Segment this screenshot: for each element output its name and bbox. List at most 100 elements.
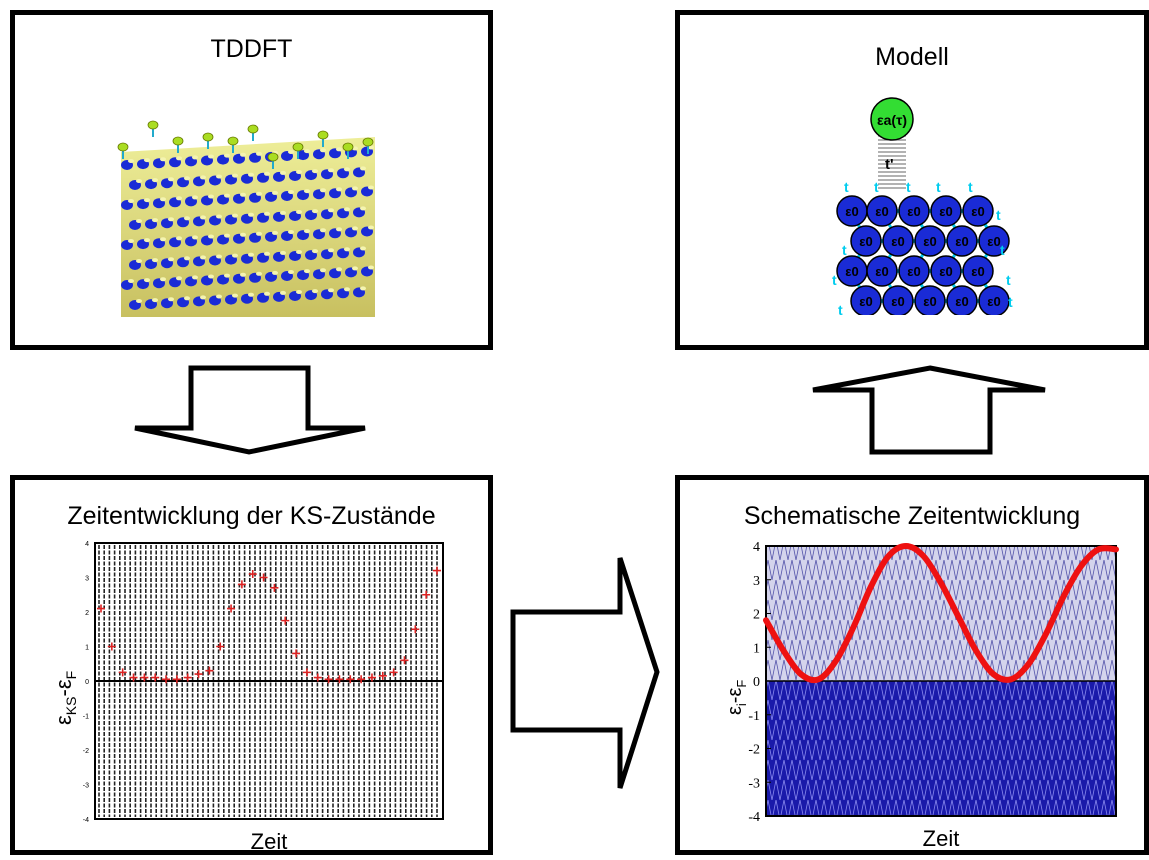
ks-ytick-label: -2: [83, 748, 89, 755]
density-lobe: [328, 208, 334, 213]
lattice-site: [978, 285, 1010, 315]
density-lobe: [256, 231, 262, 236]
ks-ytick-label: 4: [85, 541, 89, 548]
density-lobe: [368, 225, 374, 230]
density-lobe: [128, 279, 134, 283]
density-lobe: [184, 296, 190, 301]
adsorbate-atom: [342, 142, 354, 152]
ks-ytick-label: 1: [85, 645, 89, 652]
density-lobe: [248, 252, 254, 257]
lattice-site: [882, 285, 914, 315]
density-lobe: [168, 297, 174, 302]
density-lobe: [360, 246, 366, 251]
ks-xlabel: Zeit: [251, 829, 288, 854]
ks-marker: [281, 616, 290, 625]
adsorbate-atom: [172, 136, 184, 146]
density-lobe: [368, 145, 374, 150]
hopping-label: t: [874, 179, 879, 195]
site-label: ε0: [845, 264, 858, 279]
ks-marker: [151, 673, 160, 682]
modell-title: Modell: [875, 43, 949, 71]
ks-ytick-label: -1: [83, 714, 89, 721]
lattice-site: [914, 225, 946, 257]
lattice-site: [962, 195, 994, 227]
density-lobe: [288, 190, 294, 194]
density-lobe: [232, 253, 238, 258]
ks-marker: [97, 604, 105, 613]
ks-marker: [118, 668, 127, 677]
density-lobe: [344, 207, 350, 212]
density-lobe: [280, 210, 286, 215]
adsorbate-atom: [317, 130, 329, 140]
density-lobe: [304, 269, 310, 274]
density-lobe: [128, 159, 134, 163]
density-lobe: [352, 186, 358, 191]
adsorbate-label: εa(τ): [877, 112, 907, 128]
density-lobe: [144, 278, 150, 283]
density-lobe: [288, 230, 294, 234]
density-lobe: [136, 259, 142, 263]
ks-marker: [107, 642, 116, 651]
density-lobe: [280, 250, 286, 255]
lattice-site: [914, 285, 946, 315]
site-label: ε0: [939, 204, 952, 219]
density-lobe: [272, 230, 278, 235]
ks-marker: [302, 668, 311, 677]
density-lobe: [360, 166, 366, 171]
density-lobe: [192, 235, 198, 240]
density-lobe: [320, 148, 326, 153]
ks-marker: [259, 573, 268, 582]
density-lobe: [176, 156, 182, 161]
site-label: ε0: [891, 234, 904, 249]
schem-ytick-label: -4: [748, 810, 760, 825]
density-lobe: [208, 154, 214, 159]
adsorbate-atom: [292, 142, 304, 152]
density-lobe: [336, 147, 342, 152]
density-lobe: [272, 190, 278, 195]
density-lobe: [240, 152, 246, 157]
site-label: ε0: [907, 204, 920, 219]
hopping-label: t: [906, 179, 911, 195]
site-label: ε0: [875, 264, 888, 279]
hopping-label: t: [1006, 272, 1011, 288]
density-lobe: [328, 248, 334, 253]
density-lobe: [136, 179, 142, 183]
ks-marker: [194, 670, 203, 679]
site-label: ε0: [859, 234, 872, 249]
ks-marker: [335, 675, 344, 684]
density-lobe: [144, 238, 150, 243]
adsorbate-atom: [362, 137, 374, 147]
density-lobe: [296, 210, 302, 214]
density-lobe: [248, 172, 254, 177]
density-lobe: [168, 257, 174, 262]
density-lobe: [344, 247, 350, 252]
density-lobe: [360, 286, 366, 291]
lattice-site: [882, 225, 914, 257]
density-lobe: [200, 255, 206, 260]
lattice-site: [898, 195, 930, 227]
density-lobe: [280, 170, 286, 175]
lattice-site: [930, 195, 962, 227]
density-lobe: [192, 195, 198, 200]
density-lobe: [176, 276, 182, 281]
density-lobe: [320, 228, 326, 233]
adsorbate-atom: [117, 142, 129, 152]
site-label: ε0: [859, 294, 872, 309]
arrow-right-icon: [510, 557, 660, 789]
density-lobe: [152, 298, 158, 303]
density-lobe: [328, 168, 334, 173]
density-lobe: [152, 258, 158, 263]
lattice-site: [930, 255, 962, 287]
lattice-site: [946, 225, 978, 257]
hopping-label: t: [832, 272, 837, 288]
hopping-label: t: [996, 207, 1001, 223]
coupling-label: t': [885, 156, 894, 173]
ks-ytick-label: 0: [85, 679, 89, 686]
density-lobe: [144, 158, 150, 163]
site-label: ε0: [875, 204, 888, 219]
density-lobe: [352, 266, 358, 271]
hopping-label: t: [1008, 294, 1013, 310]
coupling-bond: [878, 133, 906, 189]
